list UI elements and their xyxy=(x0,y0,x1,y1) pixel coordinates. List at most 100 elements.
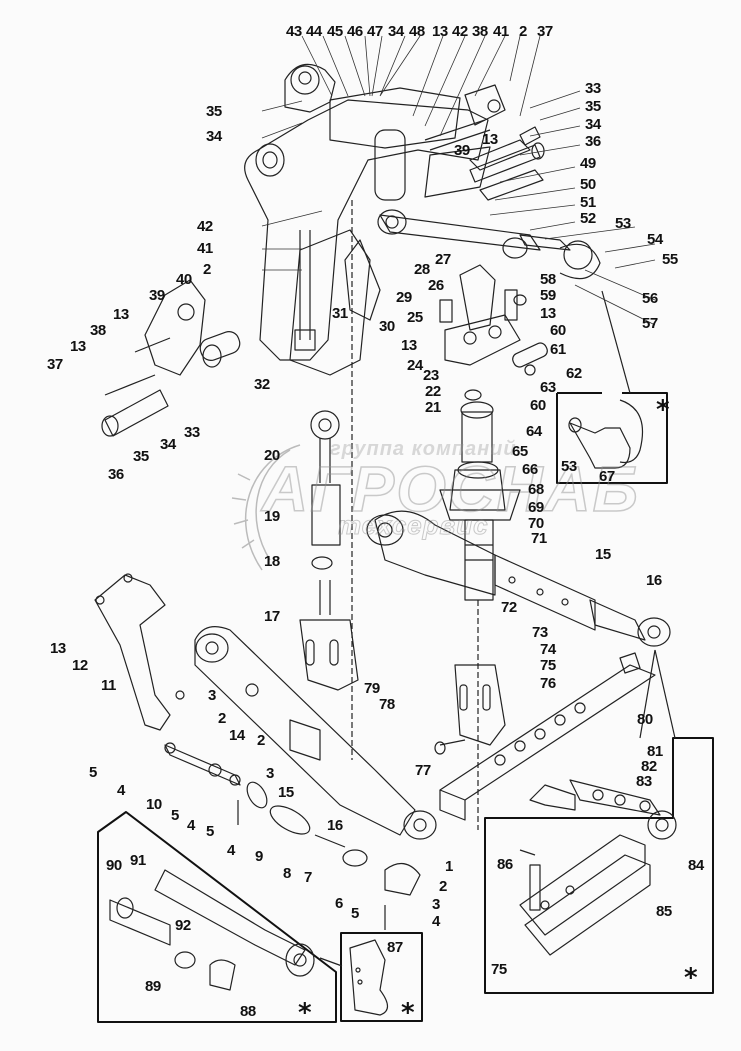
center-bracket-drawing xyxy=(439,237,548,376)
part-label: 4 xyxy=(187,817,195,834)
part-label: 13 xyxy=(540,305,556,322)
check-chain-drawing xyxy=(164,742,421,930)
part-label: 70 xyxy=(528,515,544,532)
part-label: 69 xyxy=(528,499,544,516)
part-label: 40 xyxy=(176,271,192,288)
part-label: 91 xyxy=(130,852,146,869)
part-label: 45 xyxy=(327,23,343,40)
part-label: 5 xyxy=(171,807,179,824)
part-label: 39 xyxy=(149,287,165,304)
part-label: 75 xyxy=(491,961,507,978)
part-label: 38 xyxy=(90,322,106,339)
bracket-11-drawing xyxy=(94,573,185,731)
part-label: 49 xyxy=(580,155,596,172)
part-label: 53 xyxy=(615,215,631,232)
part-label: 61 xyxy=(550,341,566,358)
part-label: 34 xyxy=(206,128,222,145)
part-label: 4 xyxy=(432,913,440,930)
part-label: 33 xyxy=(585,80,601,97)
part-label: 85 xyxy=(656,903,672,920)
part-label: 88 xyxy=(240,1003,256,1020)
part-label: 41 xyxy=(197,240,213,257)
part-label: 13 xyxy=(482,131,498,148)
lift-rod-left-drawing xyxy=(294,200,353,760)
part-label: 15 xyxy=(278,784,294,801)
inset-hook-drawing xyxy=(568,399,644,469)
part-label: 67 xyxy=(599,468,615,485)
leader-lines xyxy=(261,35,656,326)
part-label: 38 xyxy=(472,23,488,40)
part-label: 57 xyxy=(642,315,658,332)
part-label: 34 xyxy=(585,116,601,133)
part-label: 82 xyxy=(641,758,657,775)
part-label: 75 xyxy=(540,657,556,674)
part-label: 59 xyxy=(540,287,556,304)
part-label: 53 xyxy=(561,458,577,475)
part-label: 83 xyxy=(636,773,652,790)
part-label: 3 xyxy=(432,896,440,913)
inset-box-bottom-right xyxy=(484,737,714,994)
part-label: 34 xyxy=(160,436,176,453)
part-label: 68 xyxy=(528,481,544,498)
inset-leaders xyxy=(319,290,676,967)
part-label: 2 xyxy=(203,261,211,278)
watermark-text-bottom: техсервис xyxy=(338,510,489,541)
part-label: 51 xyxy=(580,194,596,211)
part-label: 65 xyxy=(512,443,528,460)
part-label: 39 xyxy=(454,142,470,159)
inset-marker-star-icon: * xyxy=(401,998,415,1028)
part-label: 42 xyxy=(197,218,213,235)
left-bracket-drawing xyxy=(101,279,241,437)
part-label: 28 xyxy=(414,261,430,278)
part-label: 4 xyxy=(117,782,125,799)
part-label: 41 xyxy=(493,23,509,40)
part-label: 44 xyxy=(306,23,322,40)
top-link-drawing xyxy=(366,510,671,647)
part-label: 2 xyxy=(519,23,527,40)
inset-bottom-right-drawing xyxy=(519,779,677,956)
part-label: 13 xyxy=(432,23,448,40)
part-label: 29 xyxy=(396,289,412,306)
lift-arm-drawing xyxy=(377,84,601,280)
part-label: 4 xyxy=(227,842,235,859)
part-label: 16 xyxy=(646,572,662,589)
part-label: 72 xyxy=(501,599,517,616)
part-label: 87 xyxy=(387,939,403,956)
part-label: 58 xyxy=(540,271,556,288)
part-label: 34 xyxy=(388,23,404,40)
watermark-laurel-icon xyxy=(231,444,301,571)
part-label: 2 xyxy=(218,710,226,727)
part-label: 35 xyxy=(585,98,601,115)
part-label: 80 xyxy=(637,711,653,728)
part-label: 20 xyxy=(264,447,280,464)
part-label: 15 xyxy=(595,546,611,563)
part-label: 31 xyxy=(332,305,348,322)
part-label: 12 xyxy=(72,657,88,674)
part-label: 60 xyxy=(550,322,566,339)
part-label: 66 xyxy=(522,461,538,478)
part-label: 2 xyxy=(439,878,447,895)
part-label: 27 xyxy=(435,251,451,268)
part-label: 47 xyxy=(367,23,383,40)
part-label: 5 xyxy=(89,764,97,781)
pins-drawing xyxy=(424,119,545,183)
part-label: 92 xyxy=(175,917,191,934)
part-label: 37 xyxy=(537,23,553,40)
part-label: 9 xyxy=(255,848,263,865)
part-label: 89 xyxy=(145,978,161,995)
lift-rod-drawing xyxy=(299,410,359,691)
part-label: 81 xyxy=(647,743,663,760)
inset-bottom-left-drawing xyxy=(109,869,315,991)
part-label: 23 xyxy=(423,367,439,384)
part-label: 77 xyxy=(415,762,431,779)
part-label: 54 xyxy=(647,231,663,248)
part-label: 8 xyxy=(283,865,291,882)
part-label: 3 xyxy=(208,687,216,704)
part-label: 17 xyxy=(264,608,280,625)
part-label: 64 xyxy=(526,423,542,440)
inset-box-bottom-left xyxy=(97,811,337,1023)
part-label: 56 xyxy=(642,290,658,307)
part-label: 6 xyxy=(335,895,343,912)
part-label: 24 xyxy=(407,357,423,374)
